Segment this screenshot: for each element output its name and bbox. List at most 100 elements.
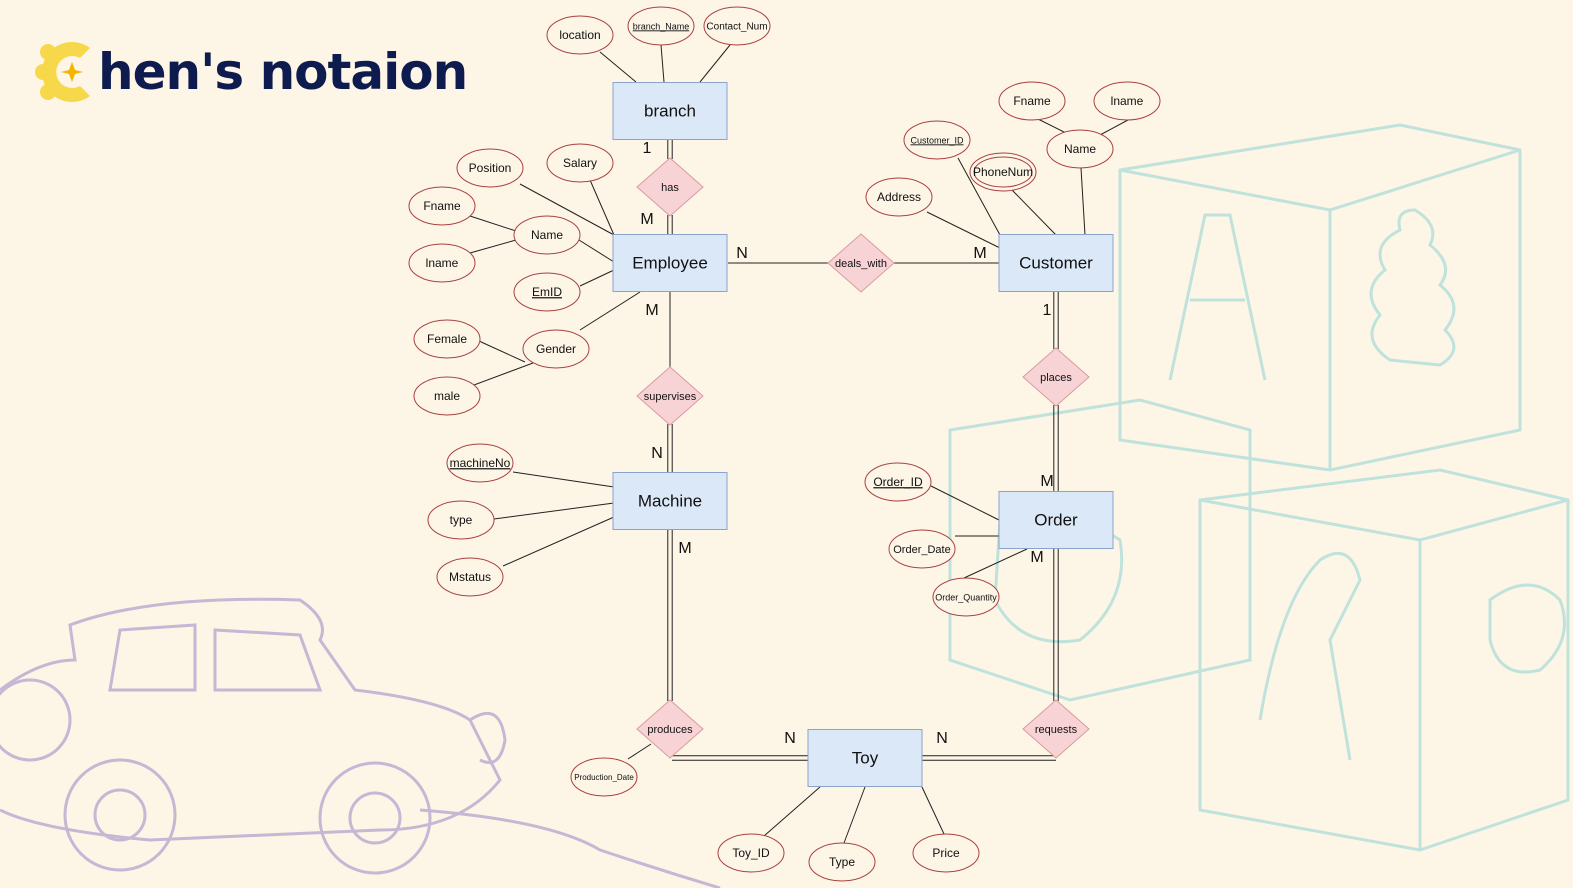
entity-label-branch: branch [644,101,696,120]
attribute-order_date[interactable] [888,529,956,569]
attribute-address[interactable] [865,177,933,217]
relationship-label-has: has [661,182,679,194]
attribute-location[interactable] [546,15,614,55]
connector-line [843,786,866,844]
cardinality-toy_requests: N [936,730,948,747]
attribute-cust_lname[interactable] [1093,81,1161,121]
attribute-emp_name[interactable] [513,215,581,255]
attribute-label-male: male [434,389,460,403]
attribute-label-customer_id: Customer_ID [910,135,964,145]
attribute-label-position: Position [469,161,512,175]
attribute-label-emp_name: Name [531,228,563,242]
attribute-label-cust_fname: Fname [1013,94,1051,108]
connector-line [957,157,1001,236]
relationship-supervises[interactable] [636,366,704,426]
cardinality-employee_deals: N [736,245,748,262]
connector-line [502,516,615,567]
attribute-contact_num[interactable] [703,6,771,46]
attribute-branch_name[interactable] [627,6,695,46]
entity-label-order: Order [1034,510,1078,529]
connector-line [1099,119,1129,136]
relationship-label-produces: produces [647,724,693,736]
relationship-has[interactable] [636,157,704,217]
attribute-customer_id[interactable] [903,120,971,160]
entity-branch[interactable] [612,82,728,140]
connector-line [1080,167,1086,236]
connector-line [512,471,615,488]
cardinality-branch_has: 1 [643,140,652,157]
attribute-label-location: location [559,28,600,42]
attribute-phone_num[interactable] [969,152,1037,192]
attribute-price[interactable] [912,833,980,873]
relationship-deals_with[interactable] [827,233,895,293]
attribute-label-machine_type: type [450,513,473,527]
multivalued-ring [973,156,1033,188]
attribute-machine_type[interactable] [427,500,495,540]
cardinality-customer_places: 1 [1043,302,1052,319]
connector-line [469,239,517,254]
entity-toy[interactable] [807,729,923,787]
attribute-order_quantity[interactable] [932,577,1000,617]
sparkle-c-logo-icon [34,34,98,110]
connector-line [589,179,615,236]
diagram-title: hen's notaion [34,34,468,110]
attribute-toy_id[interactable] [717,833,785,873]
cardinality-order_places: M [1040,473,1053,490]
attribute-order_id[interactable] [864,462,932,502]
entity-machine[interactable] [612,472,728,530]
attribute-label-order_quantity: Order_Quantity [935,592,997,602]
attribute-label-emp_fname: Fname [423,199,461,213]
cardinality-order_requests: M [1030,549,1043,566]
attribute-label-address: Address [877,190,921,204]
attribute-label-toy_id: Toy_ID [732,846,770,860]
entity-order[interactable] [998,491,1114,549]
cardinality-toy_produces: N [784,730,796,747]
connector-line [699,44,731,83]
connector-line [660,44,665,83]
attribute-male[interactable] [413,376,481,416]
attribute-mstatus[interactable] [436,557,504,597]
connector-line [579,291,641,331]
relationship-places[interactable] [1022,347,1090,407]
entity-customer[interactable] [998,234,1114,292]
attribute-gender[interactable] [522,329,590,369]
entity-label-toy: Toy [852,748,879,767]
attribute-label-contact_num: Contact_Num [706,22,767,33]
cardinality-employee_supervises: M [645,302,658,319]
attribute-cust_fname[interactable] [998,81,1066,121]
attribute-emp_fname[interactable] [408,186,476,226]
title-text: hen's notaion [98,43,468,101]
attribute-production_date[interactable] [570,757,638,797]
attribute-emp_lname[interactable] [408,243,476,283]
attribute-toy_type[interactable] [808,842,876,882]
relationship-label-deals_with: deals_with [835,258,887,270]
relationship-label-places: places [1040,372,1072,384]
attribute-female[interactable] [413,319,481,359]
connector-line [599,51,637,83]
relationship-produces[interactable] [636,699,704,759]
cardinality-customer_deals: M [973,245,986,262]
attribute-label-machine_no: machineNo [450,456,511,470]
entity-label-customer: Customer [1019,253,1093,272]
attribute-label-cust_name: Name [1064,142,1096,156]
connector-line [578,239,615,263]
attribute-cust_name[interactable] [1046,129,1114,169]
connector-line [469,215,517,232]
attribute-position[interactable] [456,148,524,188]
attribute-label-phone_num: PhoneNum [973,165,1033,179]
connector-line [763,786,821,837]
attribute-label-production_date: Production_Date [574,773,634,782]
attribute-salary[interactable] [546,143,614,183]
attribute-machine_no[interactable] [446,443,514,483]
attribute-label-order_id: Order_ID [873,475,923,489]
entity-employee[interactable] [612,234,728,292]
attribute-label-toy_type: Type [829,855,855,869]
relationship-requests[interactable] [1022,699,1090,759]
connector-line [921,786,945,835]
attribute-label-emp_lname: lname [426,256,459,270]
attribute-emid[interactable] [513,272,581,312]
attribute-label-female: Female [427,332,467,346]
connector-line [963,548,1028,579]
